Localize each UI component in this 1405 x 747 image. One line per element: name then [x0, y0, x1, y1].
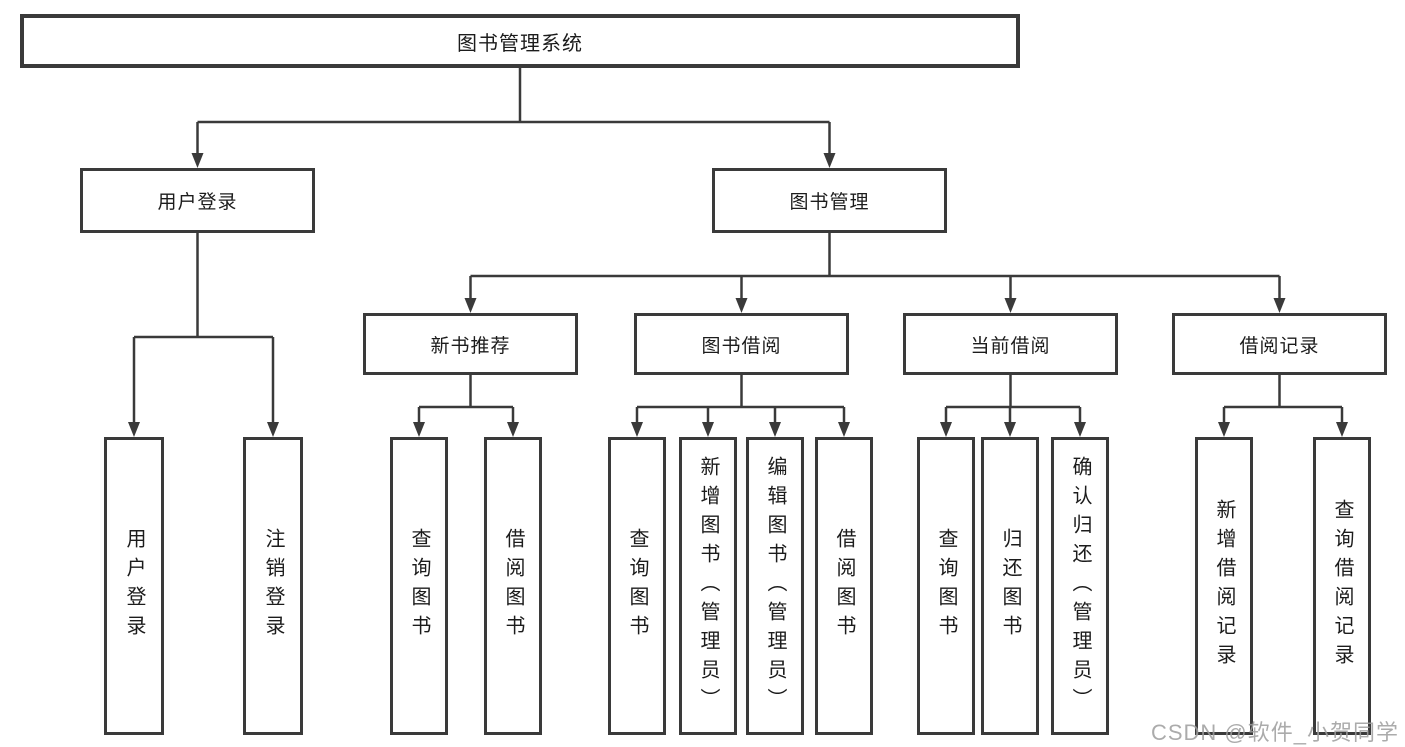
node-library-management-system: 图书管理系统: [20, 14, 1020, 68]
leaf-logout-login: 注销登录: [243, 437, 303, 735]
node-label: 查询图书: [935, 528, 957, 644]
node-label: 用户登录: [123, 528, 145, 644]
node-new-book-recommend: 新书推荐: [363, 313, 578, 375]
node-label: 查询图书: [626, 528, 648, 644]
node-label: 新增图书（管理员）: [697, 455, 719, 717]
leaf-add-books-admin: 新增图书（管理员）: [679, 437, 737, 735]
node-label: 用户登录: [157, 192, 238, 213]
node-borrow-records: 借阅记录: [1172, 313, 1387, 375]
node-label: 借阅图书: [833, 528, 855, 644]
node-user-login: 用户登录: [80, 168, 315, 233]
node-book-management: 图书管理: [712, 168, 947, 233]
node-book-borrow: 图书借阅: [634, 313, 849, 375]
node-label: 图书管理: [789, 192, 870, 213]
node-label: 查询图书: [408, 528, 430, 644]
leaf-query-books-current: 查询图书: [917, 437, 975, 735]
node-label: 确认归还（管理员）: [1069, 455, 1091, 717]
node-label: 当前借阅: [970, 335, 1051, 357]
leaf-query-books-borrow: 查询图书: [608, 437, 666, 735]
leaf-borrow-books: 借阅图书: [815, 437, 873, 735]
node-label: 新增借阅记录: [1213, 499, 1235, 673]
node-label: 编辑图书（管理员）: [764, 455, 786, 717]
node-label: 归还图书: [999, 528, 1021, 644]
node-label: 图书借阅: [701, 335, 782, 357]
node-current-borrow: 当前借阅: [903, 313, 1118, 375]
leaf-user-login: 用户登录: [104, 437, 164, 735]
leaf-add-borrow-record: 新增借阅记录: [1195, 437, 1253, 735]
node-label: 注销登录: [262, 528, 284, 644]
node-label: 借阅记录: [1239, 335, 1320, 357]
leaf-query-borrow-record: 查询借阅记录: [1313, 437, 1371, 735]
leaf-return-books: 归还图书: [981, 437, 1039, 735]
leaf-edit-books-admin: 编辑图书（管理员）: [746, 437, 804, 735]
node-label: 新书推荐: [430, 335, 511, 357]
leaf-confirm-return-admin: 确认归还（管理员）: [1051, 437, 1109, 735]
node-label: 图书管理系统: [457, 32, 583, 55]
node-label: 借阅图书: [502, 528, 524, 644]
leaf-borrow-books-recommend: 借阅图书: [484, 437, 542, 735]
csdn-watermark: CSDN @软件_小贺同学: [1150, 720, 1399, 745]
leaf-query-books-recommend: 查询图书: [390, 437, 448, 735]
node-label: 查询借阅记录: [1331, 499, 1353, 673]
